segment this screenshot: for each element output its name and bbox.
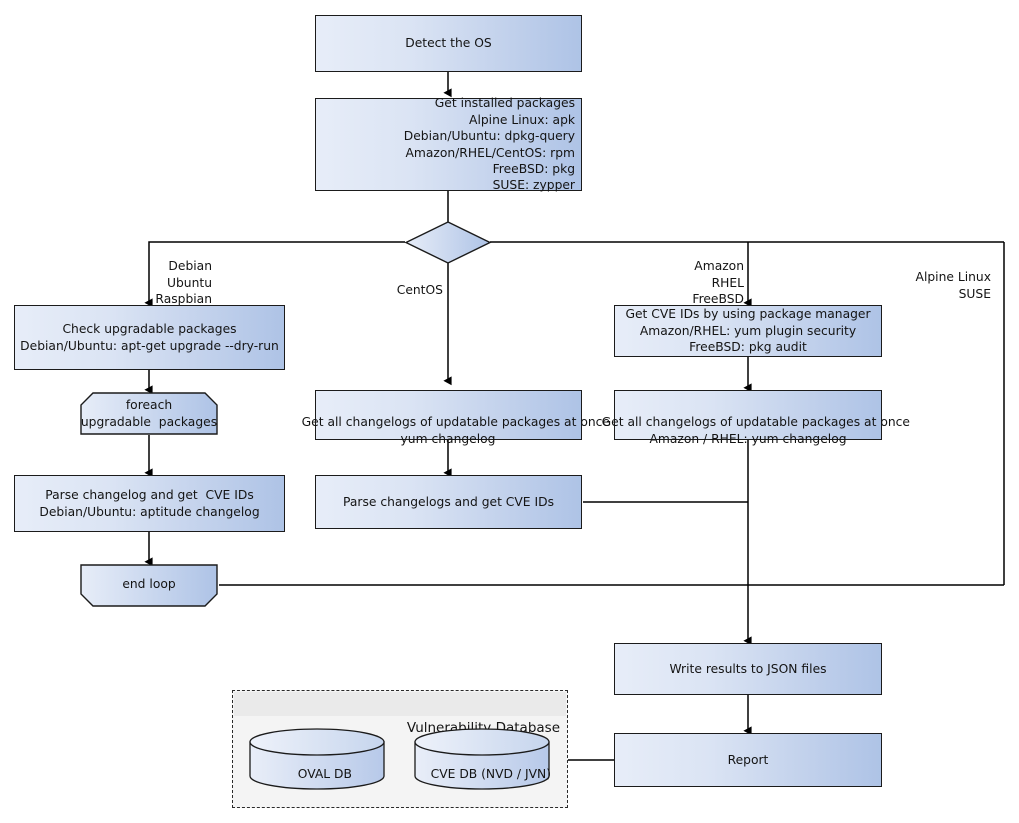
- node-get-installed-packages-label: Get installed packages Alpine Linux: apk…: [403, 96, 575, 193]
- branch-label-debian: Debian Ubuntu Raspbian: [155, 259, 212, 307]
- node-foreach-loop[interactable]: foreach upgradable packages: [80, 392, 218, 435]
- node-detect-the-os-label: Detect the OS: [405, 36, 492, 51]
- node-get-cve-ids-package-manager-label: Get CVE IDs by using package manager Ama…: [625, 307, 871, 355]
- branch-label-centos: CentOS: [396, 283, 443, 298]
- node-check-upgradable-packages[interactable]: Check upgradable packages Debian/Ubuntu:…: [14, 305, 285, 370]
- node-parse-changelogs-centos-label: Parse changelogs and get CVE IDs: [343, 494, 554, 509]
- node-changelogs-amazon[interactable]: [614, 390, 882, 440]
- node-changelogs-centos[interactable]: [315, 390, 582, 440]
- node-parse-changelogs-centos[interactable]: Parse changelogs and get CVE IDs: [315, 475, 582, 529]
- vulnerability-database-title-label: Vulnerability Database: [406, 720, 560, 736]
- vulnerability-database-title: Vulnerability Database: [234, 692, 566, 736]
- node-parse-changelog-debian-label: Parse changelog and get CVE IDs Debian/U…: [39, 488, 260, 519]
- node-foreach-loop-label: foreach upgradable packages: [80, 398, 218, 429]
- node-os-decision[interactable]: [404, 221, 492, 264]
- node-changelogs-centos-label: Get all changelogs of updatable packages…: [301, 415, 610, 446]
- node-report-label: Report: [727, 752, 769, 767]
- node-write-results-label: Write results to JSON files: [669, 661, 827, 676]
- node-changelogs-amazon-label: Get all changelogs of updatable packages…: [601, 415, 910, 446]
- node-report[interactable]: Report: [614, 733, 882, 787]
- node-end-loop-label: end loop: [122, 576, 176, 591]
- node-parse-changelog-debian[interactable]: Parse changelog and get CVE IDs Debian/U…: [14, 475, 285, 532]
- node-end-loop[interactable]: end loop: [80, 564, 218, 607]
- node-check-upgradable-packages-label: Check upgradable packages Debian/Ubuntu:…: [20, 322, 279, 353]
- database-oval-db-label: OVAL DB: [297, 767, 352, 781]
- branch-label-amazon: Amazon RHEL FreeBSD: [692, 259, 744, 307]
- node-get-cve-ids-package-manager[interactable]: Get CVE IDs by using package manager Ama…: [614, 305, 882, 357]
- database-cve-db-label: CVE DB (NVD / JVN): [430, 767, 552, 781]
- branch-label-alpine: Alpine Linux SUSE: [915, 270, 991, 301]
- node-get-installed-packages[interactable]: Get installed packages Alpine Linux: apk…: [315, 96, 582, 193]
- node-detect-the-os[interactable]: Detect the OS: [315, 15, 582, 72]
- node-write-results[interactable]: Write results to JSON files: [614, 643, 882, 695]
